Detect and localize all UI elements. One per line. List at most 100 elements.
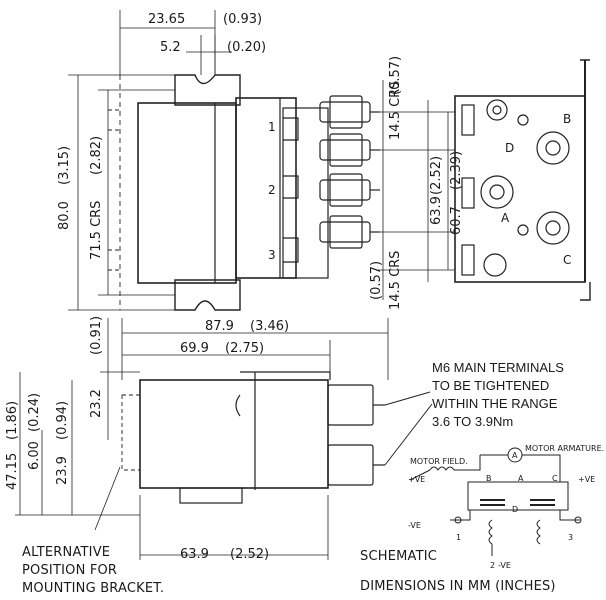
terminal-cover bbox=[282, 107, 329, 279]
cap-top bbox=[240, 371, 331, 380]
motor-armature-label: MOTOR ARMATURE. bbox=[525, 444, 604, 453]
bracket-note-line-1: ALTERNATIVE bbox=[22, 545, 110, 560]
front-view: 87.9 (3.46) 69.9 (2.75) (0.91) 23.2 47.1… bbox=[5, 316, 433, 562]
height-overall-value: 80.0 bbox=[57, 201, 72, 230]
contact-d: D bbox=[512, 505, 518, 514]
bracket-leader bbox=[94, 466, 121, 531]
coil-number-1: 1 bbox=[456, 533, 461, 542]
neg-bottom-label: -VE bbox=[498, 561, 511, 570]
schematic-title: SCHEMATIC bbox=[360, 549, 437, 564]
armature-wire bbox=[480, 454, 561, 482]
contact-c: C bbox=[552, 474, 558, 483]
mount-crs-value: 71.5 CRS bbox=[89, 201, 104, 260]
bracket-top bbox=[174, 74, 241, 106]
width-top-value: 23.65 bbox=[148, 12, 185, 27]
pos-left-label: +VE bbox=[408, 475, 425, 484]
bracket-bottom bbox=[174, 279, 241, 311]
note-line-2: TO BE TIGHTENED bbox=[432, 378, 549, 393]
terminal-height-inches: (0.94) bbox=[55, 401, 70, 440]
contactor-frame bbox=[467, 481, 569, 511]
front-stud bbox=[327, 444, 374, 486]
top-crs-value: 14.5 CRS bbox=[388, 81, 403, 140]
terminal-studs bbox=[319, 95, 380, 249]
coil-tab bbox=[461, 244, 475, 276]
bracket-note-line-3: MOUNTING BRACKET. bbox=[22, 581, 164, 596]
lower-height-value: 23.9 bbox=[55, 456, 70, 485]
coil-winding-icon bbox=[488, 519, 541, 545]
side-view: (0.57) 14.5 CRS 63.9 (2.52) 60.7 (2.39) … bbox=[369, 56, 591, 310]
mount-hole bbox=[483, 253, 507, 277]
length-overall-inches: (3.46) bbox=[250, 319, 289, 334]
terminal-height-value: 23.2 bbox=[89, 389, 104, 418]
height-total-value: 47.15 bbox=[5, 453, 20, 490]
front-body bbox=[139, 379, 329, 489]
coil-body bbox=[137, 102, 237, 284]
terminal-a-label: A bbox=[501, 211, 510, 225]
contact-a: A bbox=[518, 474, 524, 483]
coil-tab bbox=[461, 104, 475, 136]
bracket-ends bbox=[580, 59, 591, 301]
length-body-inches: (2.75) bbox=[225, 341, 264, 356]
terminal-housing bbox=[235, 97, 297, 279]
alternative-bracket-marks bbox=[108, 109, 120, 271]
bracket-offset-value: 6.00 bbox=[27, 441, 42, 470]
mount-crs-inches: (2.82) bbox=[89, 136, 104, 175]
length-overall-value: 87.9 bbox=[205, 319, 234, 334]
terminal-core bbox=[545, 140, 561, 156]
length-body-value: 69.9 bbox=[180, 341, 209, 356]
bracket-note-line-2: POSITION FOR bbox=[22, 563, 117, 578]
base-length-inches: (2.52) bbox=[230, 547, 269, 562]
terminal-core bbox=[489, 184, 505, 200]
terminal-b-label: B bbox=[563, 112, 571, 126]
top-gap-inches: (0.57) bbox=[388, 56, 403, 95]
terminal-stud bbox=[486, 99, 508, 121]
top-view: 23.65 (0.93) 5.2 (0.20) 80.0 (3.15) 71.5… bbox=[57, 10, 380, 311]
screw-icon bbox=[517, 114, 529, 126]
note-leader bbox=[384, 403, 433, 466]
stud-nut bbox=[329, 133, 363, 167]
note-line-4: 3.6 TO 3.9Nm bbox=[432, 414, 513, 429]
span-b-inches: (2.39) bbox=[449, 151, 464, 190]
slot-value: 5.2 bbox=[160, 40, 181, 55]
stud-nut bbox=[329, 173, 363, 207]
coil-tab bbox=[461, 177, 475, 209]
bottom-crs-value: 14.5 CRS bbox=[388, 251, 403, 310]
terminal-stud bbox=[480, 175, 514, 209]
field-lead bbox=[409, 469, 431, 481]
base-plate bbox=[179, 487, 243, 504]
coil-wires bbox=[450, 510, 580, 521]
terminal-d-label: D bbox=[505, 141, 514, 155]
screw-icon bbox=[517, 224, 529, 236]
bracket-offset-inches: (0.24) bbox=[27, 393, 42, 432]
motor-field-label: MOTOR FIELD. bbox=[410, 457, 468, 466]
height-overall-inches: (3.15) bbox=[57, 146, 72, 185]
bottom-gap-inches: (0.57) bbox=[369, 261, 384, 300]
terminal-core bbox=[492, 105, 502, 115]
contact-bars bbox=[480, 499, 555, 506]
top-offset-inches: (0.91) bbox=[89, 316, 104, 355]
terminal-dot bbox=[574, 516, 582, 524]
coil-number-2: 2 bbox=[490, 561, 495, 570]
bracket-notch bbox=[235, 394, 241, 417]
pos-right-label: +VE bbox=[578, 475, 595, 484]
contact-b: B bbox=[486, 474, 492, 483]
span-a-inches: (2.52) bbox=[429, 156, 444, 195]
terminal-1-label: 1 bbox=[268, 120, 276, 134]
terminal-3-label: 3 bbox=[268, 248, 276, 262]
stud-nut bbox=[329, 95, 363, 129]
field-coil-icon bbox=[429, 455, 481, 471]
slot-inches: (0.20) bbox=[227, 40, 266, 55]
schematic: MOTOR ARMATURE. MOTOR FIELD. A +VE +VE B… bbox=[408, 444, 604, 570]
torque-note: M6 MAIN TERMINALS TO BE TIGHTENED WITHIN… bbox=[432, 360, 564, 429]
units-caption: DIMENSIONS IN MM (INCHES) bbox=[360, 579, 556, 594]
coil-number-3: 3 bbox=[568, 533, 573, 542]
neg-left-label: -VE bbox=[408, 521, 421, 530]
note-leader bbox=[384, 391, 431, 406]
stud-nut bbox=[329, 215, 363, 249]
alternative-bracket-outline bbox=[121, 394, 141, 471]
height-total-inches: (1.86) bbox=[5, 401, 20, 440]
terminal-stud bbox=[536, 131, 570, 165]
span-b-value: 60.7 bbox=[449, 206, 464, 235]
note-line-1: M6 MAIN TERMINALS bbox=[432, 360, 564, 375]
